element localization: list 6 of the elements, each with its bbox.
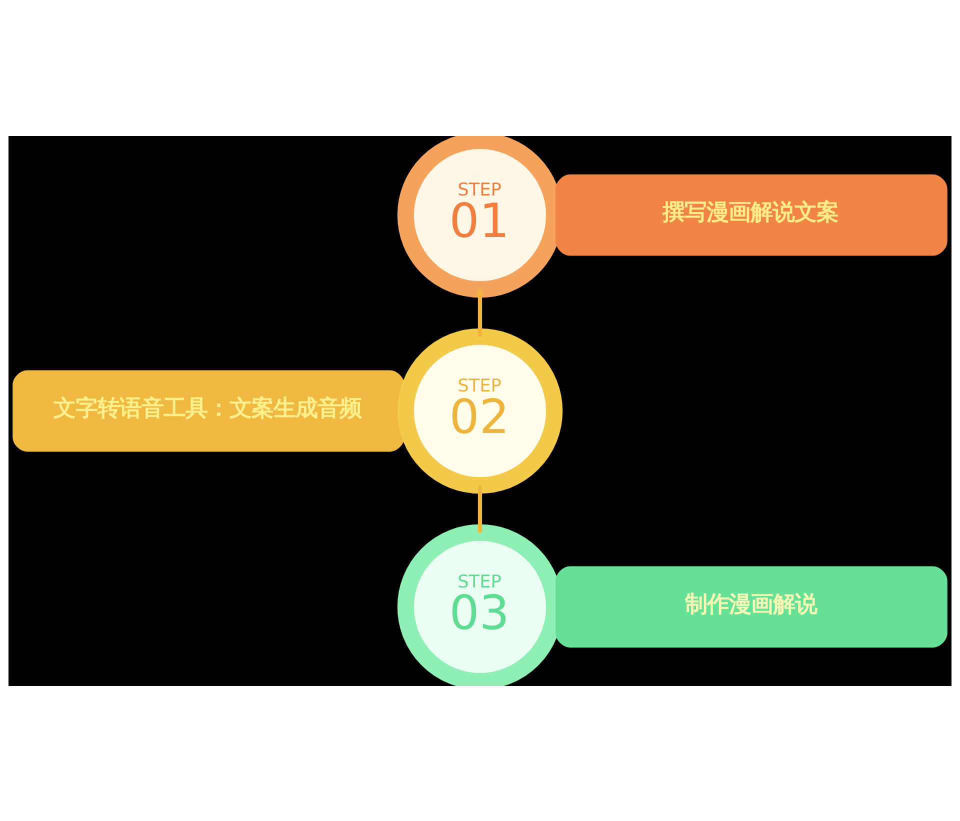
node-circle: STEP 02	[397, 328, 563, 494]
node-box: 文字转语音工具：文案生成音频	[12, 370, 404, 452]
node-box: 撰写漫画解说文案	[556, 174, 948, 256]
node-box: 制作漫画解说	[556, 566, 948, 648]
connector	[478, 288, 482, 336]
connector	[478, 484, 482, 532]
